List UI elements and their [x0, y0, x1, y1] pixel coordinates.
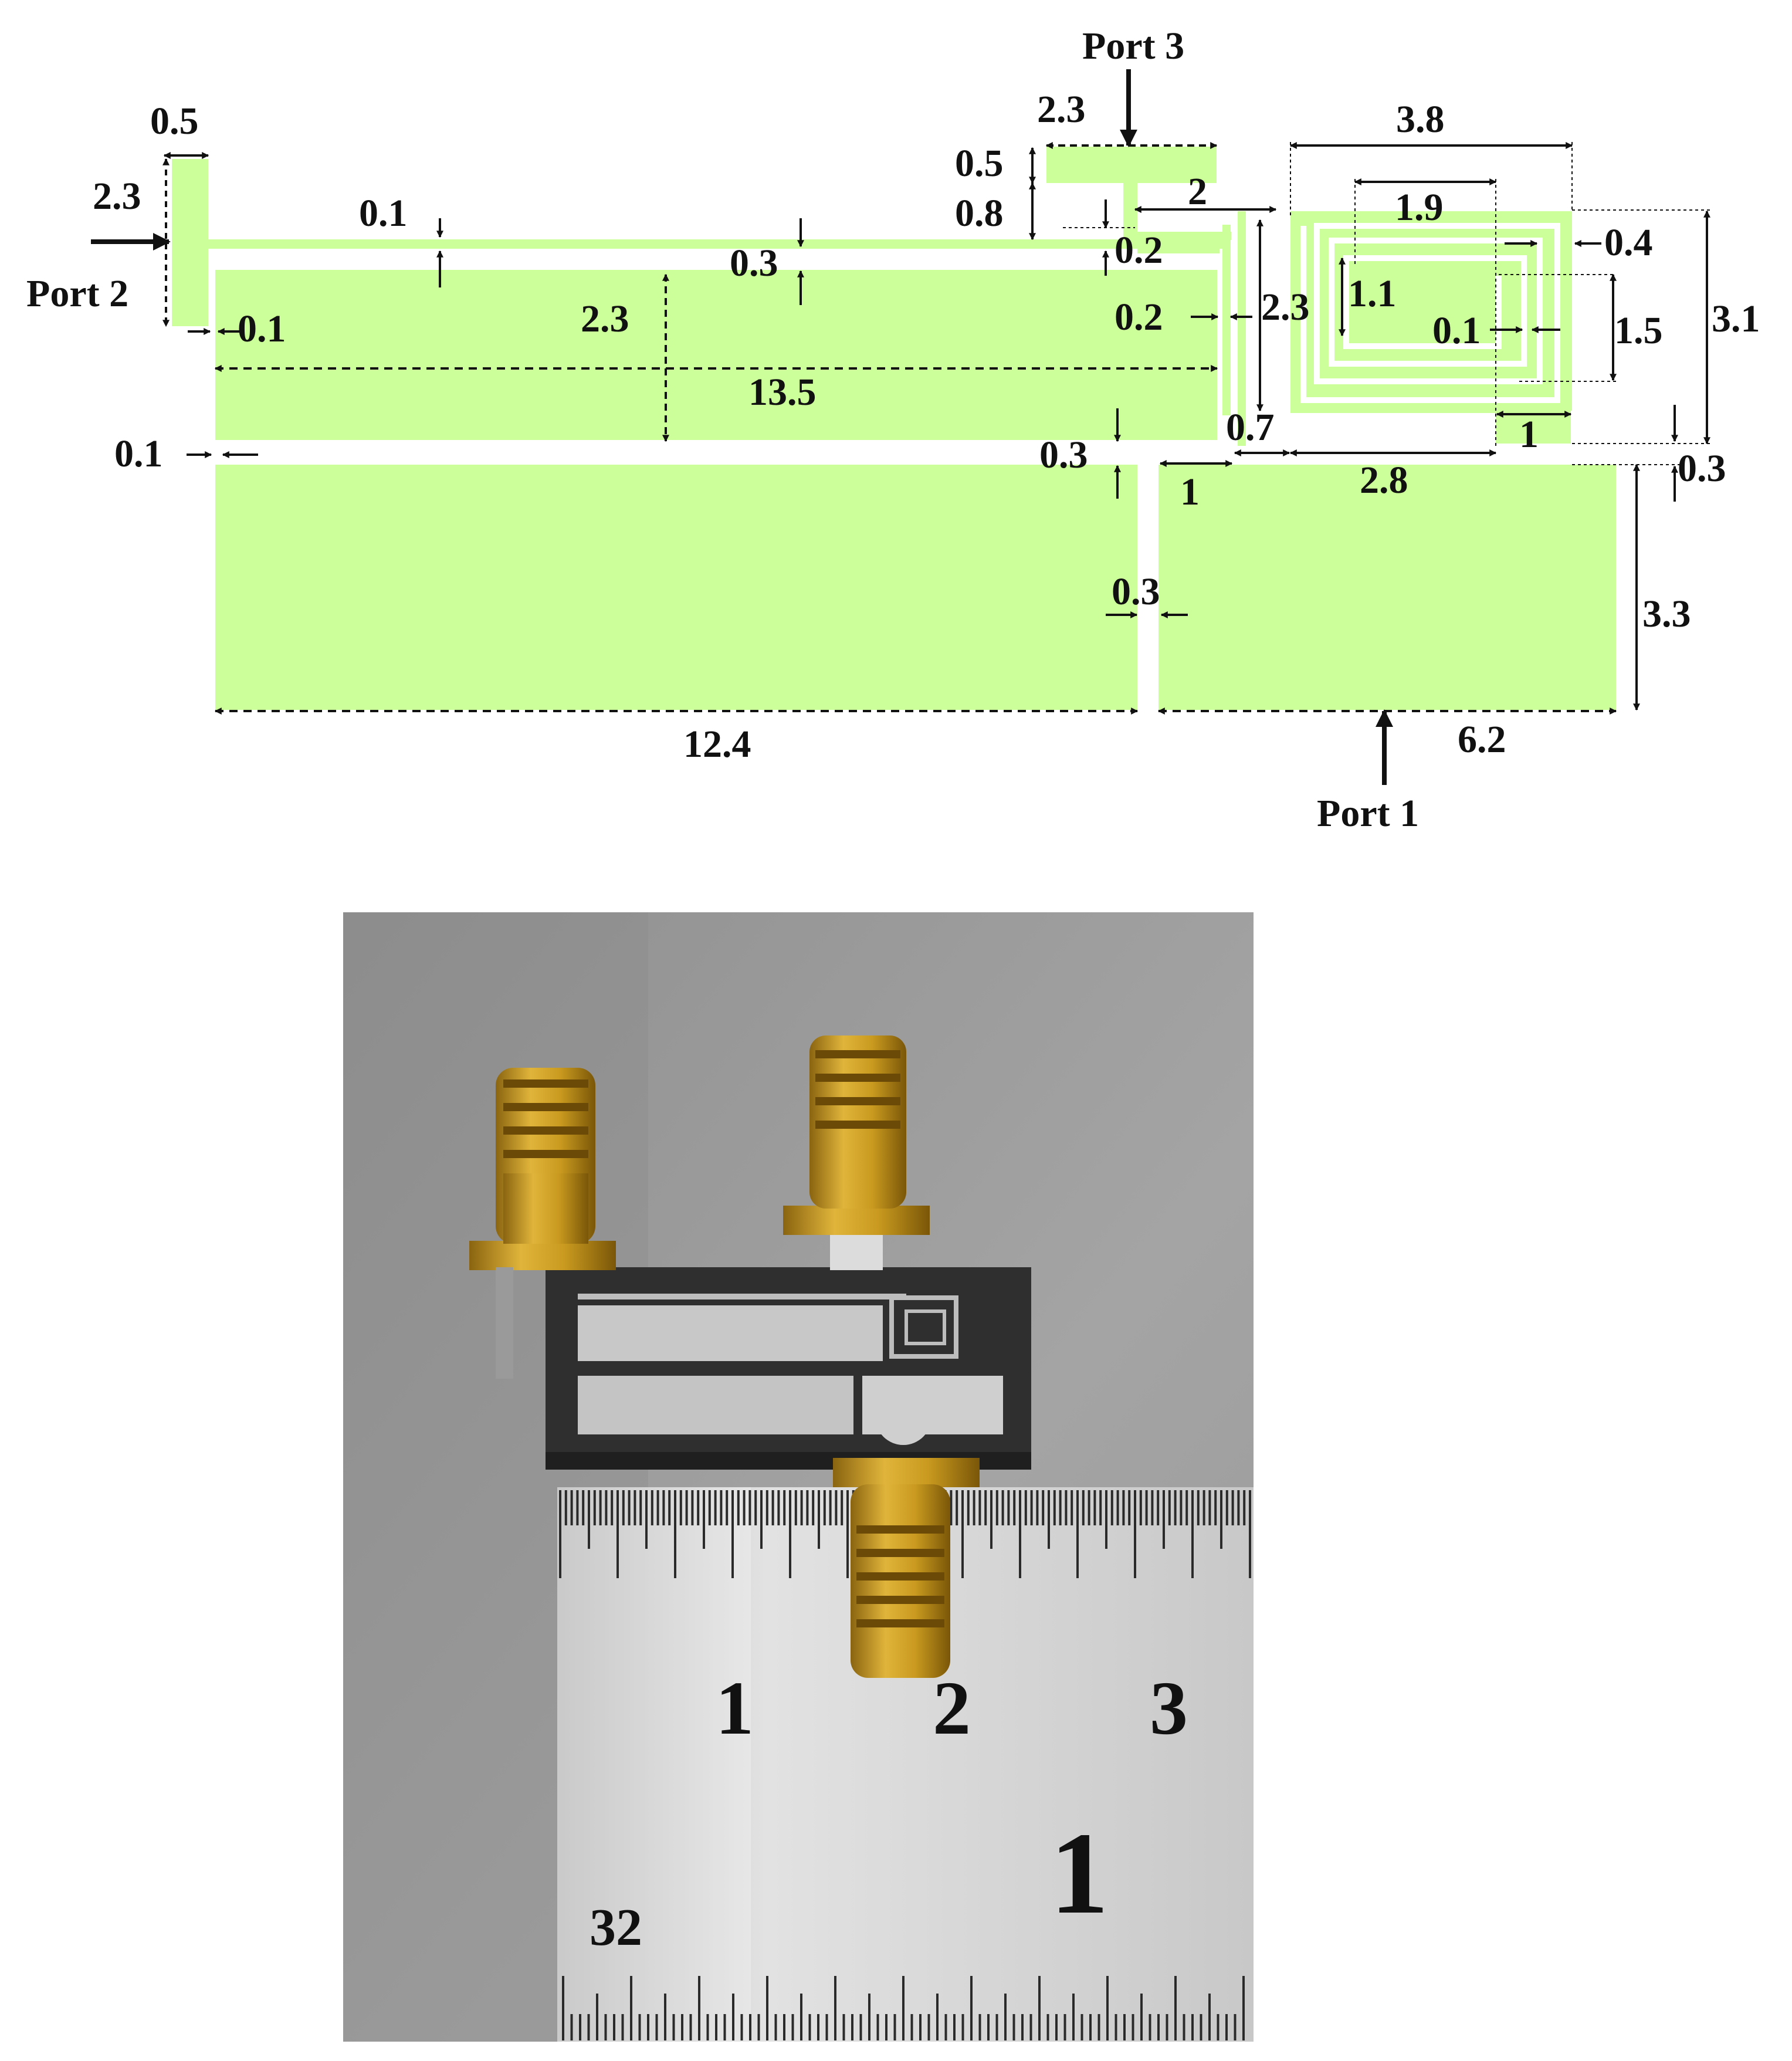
ruler-inch-1: 1 [1050, 1809, 1109, 1938]
ruler-mark-3: 3 [1150, 1666, 1188, 1751]
ruler-label-32: 32 [590, 1898, 642, 1957]
port3-stub [1046, 147, 1217, 183]
dim-upper-patch-height: 2.3 [581, 297, 629, 340]
dim-upper-patch-length: 13.5 [748, 371, 817, 414]
dim-lower-left-length: 12.4 [683, 723, 751, 766]
link-lower [1137, 246, 1219, 253]
link-upper [1137, 232, 1231, 240]
dim-spiral-outer: 3.8 [1396, 98, 1445, 141]
dim-p3-gap: 0.2 [1115, 229, 1163, 272]
dim-gap-mid-right: 0.3 [1039, 434, 1088, 476]
dim-spiral-mid-height: 1.5 [1614, 309, 1663, 352]
dim-right-line-height: 2.3 [1261, 286, 1310, 329]
lower-right-patch [1158, 465, 1616, 710]
dim-slot-width: 1 [1180, 471, 1200, 513]
right-feed-line-2 [1238, 211, 1246, 446]
dim-p3-feed-height: 0.5 [955, 142, 1004, 185]
dim-spiral-inner-height: 1.1 [1348, 272, 1397, 315]
dim-gap-left-top: 0.1 [238, 307, 286, 350]
dim-lower-right-height: 3.3 [1642, 593, 1691, 635]
upper-patch [215, 270, 1217, 440]
dim-slot-gap: 0.3 [1112, 570, 1160, 613]
dim-p2-height: 2.3 [93, 175, 141, 218]
dim-gap-top: 0.3 [730, 242, 778, 285]
diagram-labels: Port 2 Port 3 Port 1 0.5 2.3 0.1 0.3 2.3… [26, 25, 1760, 835]
port-arrows [91, 69, 1393, 785]
dim-p3-line-len: 2 [1188, 170, 1207, 213]
pcb-lower-patch [578, 1376, 853, 1434]
dim-spiral-gap-right: 0.4 [1604, 221, 1653, 264]
dim-gap-left-mid: 0.1 [114, 432, 163, 475]
spiral-bottom [1290, 405, 1496, 413]
port2-label: Port 2 [26, 272, 128, 315]
dim-spiral-line: 0.1 [1432, 309, 1481, 352]
dim-spiral-offset: 0.7 [1226, 406, 1275, 449]
dim-spiral-total-height: 3.1 [1712, 297, 1760, 340]
port1-label: Port 1 [1317, 792, 1419, 835]
dim-lower-right-length: 6.2 [1458, 718, 1506, 761]
dim-gap-patch-line: 0.2 [1115, 296, 1163, 339]
dim-line-width-top: 0.1 [359, 192, 408, 235]
lower-left-patch [215, 465, 1137, 710]
prototype-photo: 1 2 3 1 32 [343, 912, 1254, 2042]
right-feed-line-1 [1222, 225, 1231, 415]
dim-p2-width: 0.5 [150, 100, 199, 143]
port3-label: Port 3 [1082, 25, 1184, 67]
ruler-mark-2: 2 [933, 1666, 971, 1751]
pcb-spiral [889, 1295, 958, 1359]
sma-connector-top [783, 1035, 930, 1270]
dim-spiral-inner: 1.9 [1395, 186, 1444, 229]
sma-connector-left [469, 1068, 616, 1379]
spiral-slots [1300, 223, 1560, 403]
dim-p3-width: 2.3 [1037, 88, 1086, 131]
pcb-upper-patch [578, 1305, 883, 1361]
top-thin-line [208, 239, 1222, 249]
ruler-mark-1: 1 [716, 1666, 754, 1751]
dim-spiral-gap-bottom: 0.3 [1678, 447, 1726, 490]
port2-feed [172, 159, 208, 326]
sma-connector-bottom [833, 1389, 980, 1678]
dim-p3-stub-height: 0.8 [955, 192, 1004, 235]
dim-spiral-bottom: 2.8 [1360, 459, 1408, 502]
dim-spiral-tab: 1 [1519, 413, 1539, 456]
dimension-lines [162, 142, 1710, 715]
pcb-board [546, 1267, 1031, 1470]
